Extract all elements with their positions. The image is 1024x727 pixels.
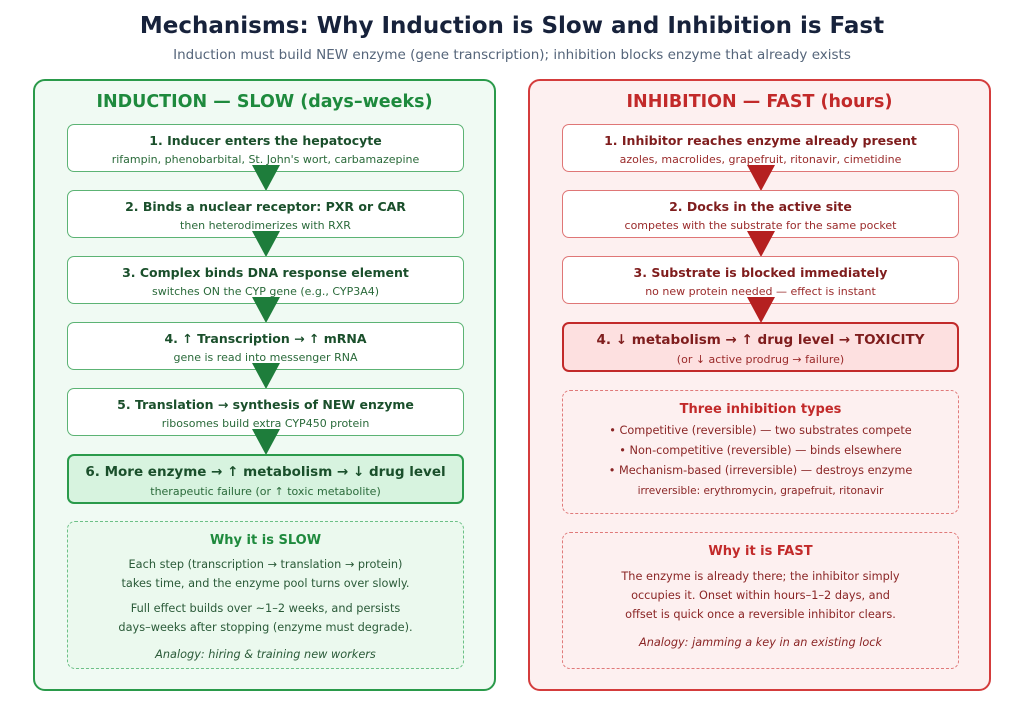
down-arrow-icon [252, 231, 280, 257]
why-analogy: Analogy: hiring & training new workers [155, 648, 376, 661]
inhibition-types-box: Three inhibition types • Competitive (re… [562, 390, 959, 514]
induction-title: INDUCTION — SLOW (days–weeks) [96, 92, 433, 112]
list-item: • Mechanism-based (irreversible) — destr… [608, 464, 913, 477]
down-arrow-icon [747, 231, 775, 257]
step-detail: then heterodimerizes with RXR [180, 219, 351, 232]
why-paragraph-1: Each step (transcription → translation →… [121, 558, 410, 590]
step-heading: 4. ↓ metabolism → ↑ drug level → TOXICIT… [596, 332, 925, 348]
induction-step-5: 5. Translation → synthesis of NEW enzyme… [67, 388, 464, 436]
step-heading: 3. Complex binds DNA response element [122, 265, 409, 280]
down-arrow-icon [252, 429, 280, 455]
step-heading: 2. Binds a nuclear receptor: PXR or CAR [125, 199, 406, 214]
step-detail: no new protein needed — effect is instan… [645, 285, 876, 298]
down-arrow-icon [747, 297, 775, 323]
down-arrow-icon [252, 363, 280, 389]
types-footnote: irreversible: erythromycin, grapefruit, … [637, 485, 884, 497]
inhibition-step-1: 1. Inhibitor reaches enzyme already pres… [562, 124, 959, 172]
step-heading: 1. Inhibitor reaches enzyme already pres… [604, 133, 917, 148]
down-arrow-icon [252, 165, 280, 191]
step-detail: ribosomes build extra CYP450 protein [161, 417, 370, 430]
inhibition-step-3: 3. Substrate is blocked immediately no n… [562, 256, 959, 304]
step-detail: azoles, macrolides, grapefruit, ritonavi… [619, 153, 902, 166]
types-list: • Competitive (reversible) — two substra… [563, 421, 958, 501]
induction-step-1: 1. Inducer enters the hepatocyte rifampi… [67, 124, 464, 172]
why-analogy: Analogy: jamming a key in an existing lo… [638, 636, 883, 649]
page-title: Mechanisms: Why Induction is Slow and In… [139, 13, 885, 39]
step-detail: gene is read into messenger RNA [173, 351, 358, 364]
induction-panel: INDUCTION — SLOW (days–weeks) 1. Inducer… [33, 79, 496, 691]
list-item: • Non-competitive (reversible) — binds e… [619, 444, 902, 457]
why-heading: Why it is FAST [708, 544, 813, 559]
list-item: • Competitive (reversible) — two substra… [609, 424, 912, 437]
page-subtitle: Induction must build NEW enzyme (gene tr… [173, 47, 851, 63]
inhibition-step-4: 4. ↓ metabolism → ↑ drug level → TOXICIT… [562, 322, 959, 372]
induction-step-6: 6. More enzyme → ↑ metabolism → ↓ drug l… [67, 454, 464, 504]
inhibition-panel: INHIBITION — FAST (hours) 1. Inhibitor r… [528, 79, 991, 691]
step-detail: switches ON the CYP gene (e.g., CYP3A4) [151, 285, 380, 298]
induction-why-box: Why it is SLOW Each step (transcription … [67, 521, 464, 669]
induction-step-2: 2. Binds a nuclear receptor: PXR or CAR … [67, 190, 464, 238]
step-detail: rifampin, phenobarbital, St. John's wort… [111, 153, 420, 166]
step-heading: 1. Inducer enters the hepatocyte [149, 133, 382, 148]
induction-step-3: 3. Complex binds DNA response element sw… [67, 256, 464, 304]
step-detail: therapeutic failure (or ↑ toxic metaboli… [150, 485, 381, 498]
induction-step-4: 4. ↑ Transcription → ↑ mRNA gene is read… [67, 322, 464, 370]
step-heading: 6. More enzyme → ↑ metabolism → ↓ drug l… [85, 464, 446, 480]
types-heading: Three inhibition types [679, 402, 842, 417]
step-detail: (or ↓ active prodrug → failure) [676, 353, 845, 366]
why-paragraph-1: The enzyme is already there; the inhibit… [621, 570, 900, 621]
step-heading: 3. Substrate is blocked immediately [633, 265, 888, 280]
step-detail: competes with the substrate for the same… [624, 219, 897, 232]
inhibition-title: INHIBITION — FAST (hours) [626, 92, 893, 112]
inhibition-step-2: 2. Docks in the active site competes wit… [562, 190, 959, 238]
why-paragraph-2: Full effect builds over ~1–2 weeks, and … [118, 602, 413, 634]
step-heading: 4. ↑ Transcription → ↑ mRNA [164, 331, 367, 346]
down-arrow-icon [252, 297, 280, 323]
inhibition-why-box: Why it is FAST The enzyme is already the… [562, 532, 959, 669]
why-heading: Why it is SLOW [209, 533, 322, 548]
step-heading: 2. Docks in the active site [669, 199, 852, 214]
down-arrow-icon [747, 165, 775, 191]
step-heading: 5. Translation → synthesis of NEW enzyme [117, 397, 414, 412]
